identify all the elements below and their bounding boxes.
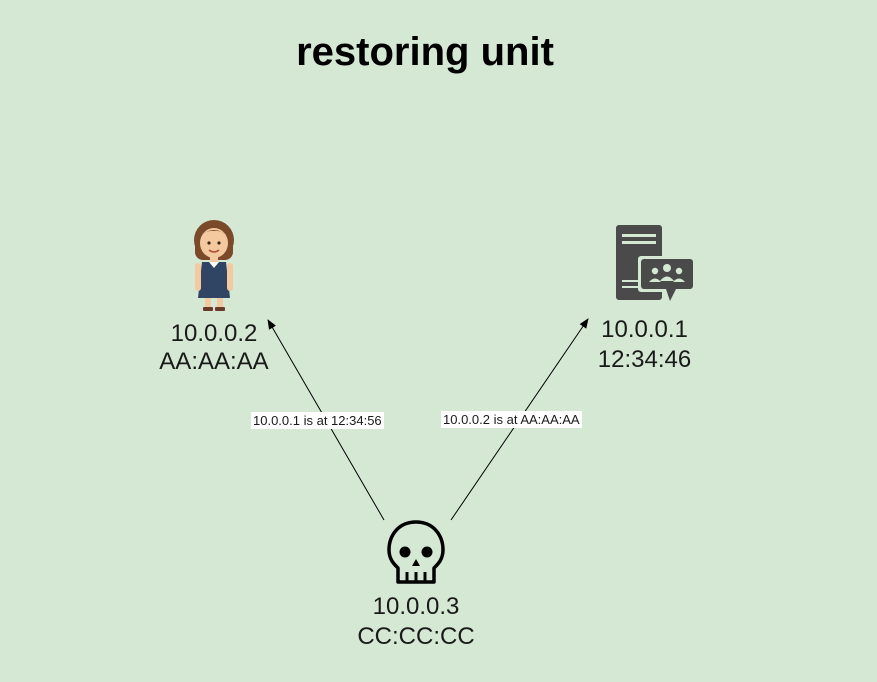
victim-ip: 10.0.0.2 [170,320,258,347]
attacker-ip: 10.0.0.3 [372,593,460,620]
attacker-mac: CC:CC:CC [357,623,475,650]
server-mac: 12:34:46 [597,346,692,373]
server-chat-icon [616,225,696,301]
diagram-title: restoring unit [296,30,554,74]
edge-label-to-victim: 10.0.0.1 is at 12:34:56 [251,412,384,429]
skull-icon [387,520,445,584]
server-ip: 10.0.0.1 [601,316,688,343]
person-icon [194,220,234,311]
edge-label-to-server: 10.0.0.2 is at AA:AA:AA [441,411,582,428]
attacker-label: 10.0.0.3 CC:CC:CC [340,592,492,652]
victim-mac: AA:AA:AA [159,348,269,375]
victim-label: 10.0.0.2 AA:AA:AA [140,320,288,376]
server-label: 10.0.0.1 12:34:46 [572,315,717,375]
